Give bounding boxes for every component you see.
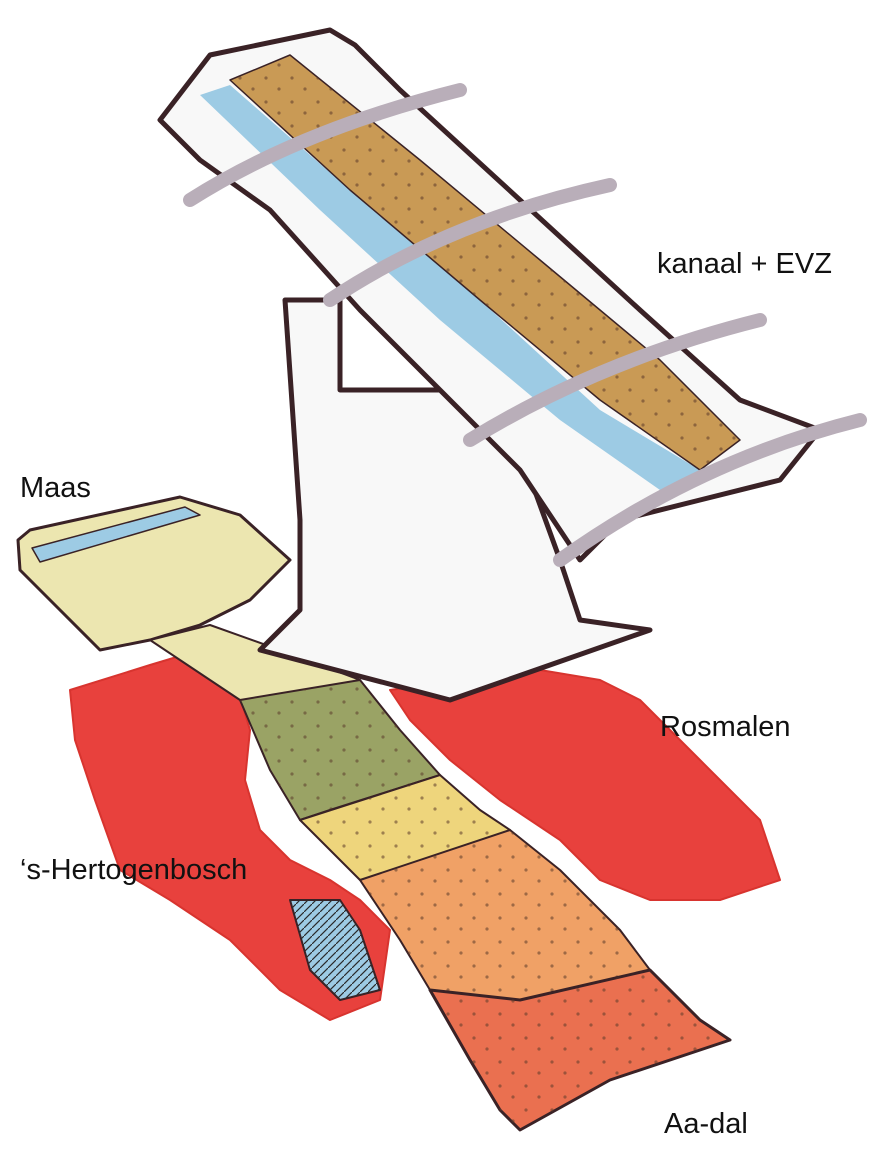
zone-yellow-texture bbox=[300, 775, 510, 880]
label-valley: Aa-dal bbox=[664, 1108, 748, 1140]
bridge bbox=[323, 178, 617, 307]
urban-area-rosmalen bbox=[389, 669, 781, 901]
label-river: Maas bbox=[20, 472, 91, 504]
label-canal: kanaal + EVZ bbox=[657, 248, 832, 280]
zone-green-texture bbox=[240, 680, 440, 820]
label-town-east: Rosmalen bbox=[660, 711, 791, 743]
town-grid-texture bbox=[290, 900, 380, 1000]
zone-red-texture bbox=[430, 970, 730, 1130]
label-city: ‘s-Hertogenbosch bbox=[20, 854, 248, 886]
down-arrow bbox=[257, 297, 653, 703]
bridge bbox=[463, 313, 767, 447]
zone-orange-texture bbox=[360, 830, 650, 1010]
bridge bbox=[183, 83, 467, 207]
bridge bbox=[553, 413, 867, 567]
maas-river-water bbox=[31, 506, 201, 563]
